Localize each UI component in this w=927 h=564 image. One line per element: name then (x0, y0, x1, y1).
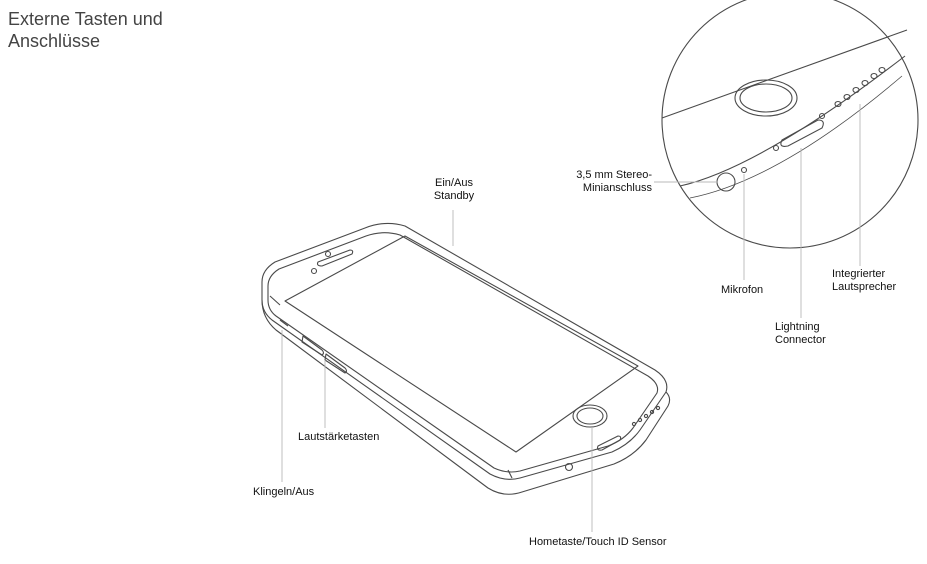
magnifier-circle (661, 0, 919, 249)
label-lightning: Lightning Connector (775, 321, 826, 347)
label-lightning-line1: Lightning (775, 321, 820, 333)
zoom-home-button-ring (739, 83, 793, 113)
zoom-lightning-port (780, 119, 824, 147)
label-ringer-switch: Klingeln/Aus (253, 486, 315, 498)
label-headphone-line2: Minianschluss (582, 182, 652, 194)
phone-side-edge (261, 299, 671, 495)
label-headphone-jack: 3,5 mm Stereo- Minianschluss (560, 169, 652, 195)
phone-headphone-jack (564, 462, 574, 472)
label-speaker-line2: Lautsprecher (832, 281, 897, 293)
ringer-switch (279, 319, 289, 327)
label-power-line2: Standby (433, 190, 475, 202)
phone-speaker-holes (631, 405, 661, 427)
home-button-ring (576, 407, 604, 425)
label-home-button: Hometaste/Touch ID Sensor (529, 536, 667, 548)
phone-lightning-port (596, 435, 622, 451)
phone-bevel (267, 232, 659, 473)
screen (284, 235, 639, 453)
zoom-mic-hole (740, 166, 748, 174)
label-microphone: Mikrofon (721, 284, 764, 296)
phone-body-outline (261, 222, 668, 480)
label-power: Ein/Aus Standby (430, 177, 478, 203)
home-button (572, 404, 608, 428)
volume-down-button (324, 353, 348, 374)
label-volume-buttons: Lautstärketasten (298, 431, 380, 443)
label-headphone-line1: 3,5 mm Stereo- (576, 169, 652, 181)
zoom-edge-line (679, 55, 906, 187)
zoom-speaker-holes (834, 66, 886, 108)
label-speaker: Integrierter Lautsprecher (832, 268, 896, 294)
zoom-screw-right (818, 112, 826, 120)
label-power-line1: Ein/Aus (435, 177, 473, 189)
zoom-edge-bottom (689, 75, 903, 199)
volume-up-button (301, 335, 325, 356)
front-camera (324, 250, 332, 258)
zoom-headphone-jack (716, 172, 736, 192)
diagram-title: Externe Tasten und Anschlüsse (8, 9, 163, 51)
label-speaker-line1: Integrierter (832, 268, 886, 280)
label-lightning-line2: Connector (775, 334, 826, 346)
zoom-front-edge (661, 29, 908, 119)
sensor-dot (310, 267, 318, 275)
earpiece (316, 249, 354, 267)
zoom-home-button (734, 79, 798, 117)
zoom-screw-left (772, 144, 780, 152)
